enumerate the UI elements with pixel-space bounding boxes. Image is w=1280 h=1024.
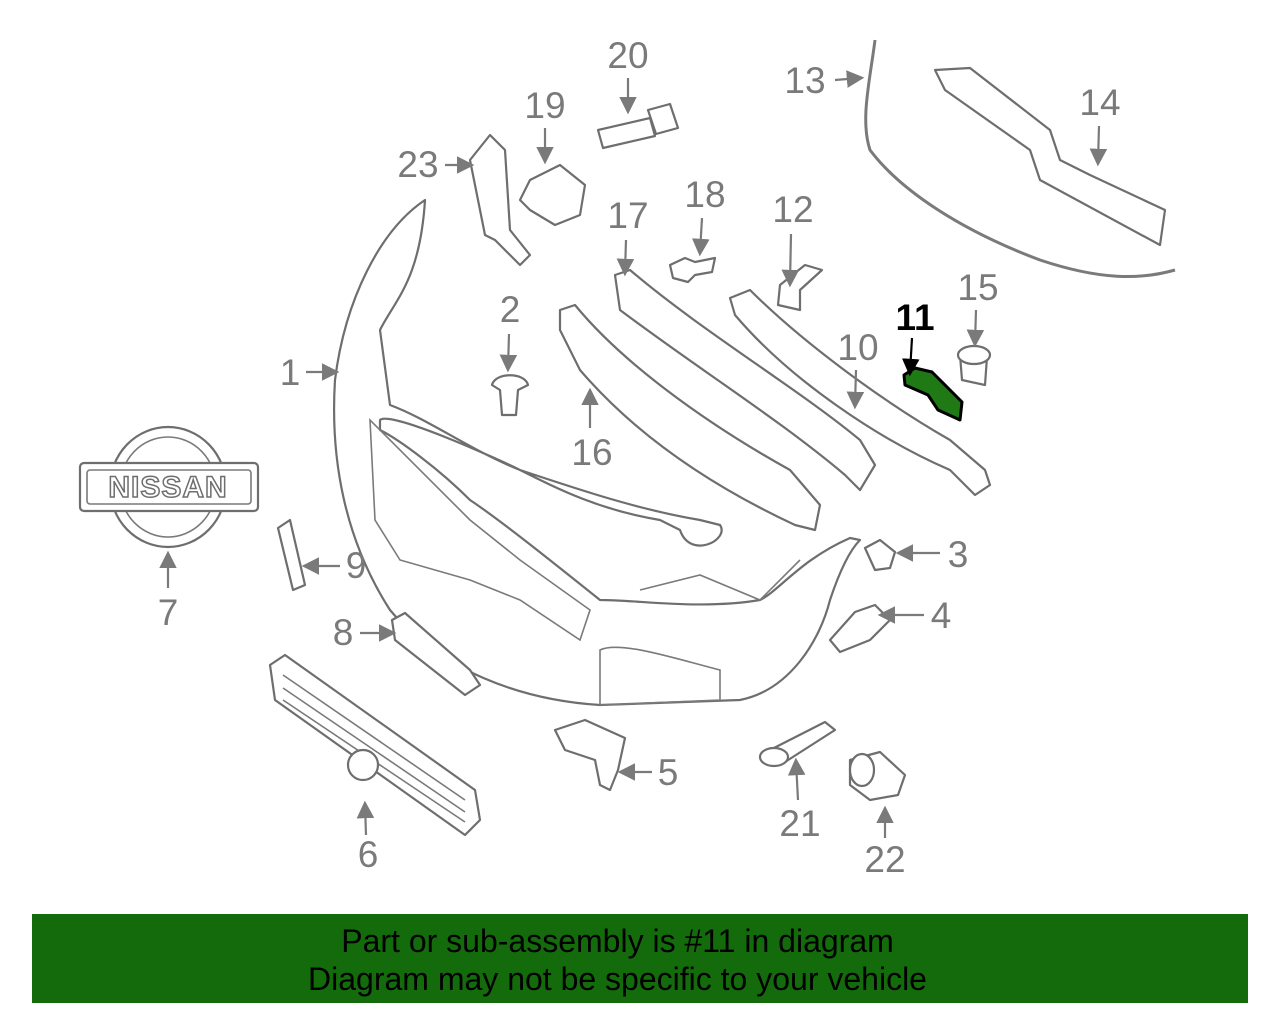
callout-7: 7 bbox=[158, 550, 179, 633]
callout-17: 17 bbox=[607, 195, 649, 277]
callout-15: 15 bbox=[957, 267, 999, 348]
svg-text:2: 2 bbox=[500, 289, 521, 330]
part-21-tow-hook[interactable] bbox=[758, 720, 837, 768]
callout-14: 14 bbox=[1079, 82, 1121, 167]
part-2-clip[interactable] bbox=[490, 374, 530, 417]
callout-3: 3 bbox=[895, 534, 969, 575]
svg-text:16: 16 bbox=[571, 432, 612, 473]
callout-4: 4 bbox=[877, 595, 952, 636]
svg-text:10: 10 bbox=[837, 327, 878, 368]
part-4-bracket[interactable] bbox=[828, 603, 892, 654]
callout-11: 11 bbox=[895, 297, 935, 377]
callout-21: 21 bbox=[779, 757, 821, 844]
part-16-absorber[interactable] bbox=[558, 303, 822, 532]
svg-text:8: 8 bbox=[333, 612, 354, 653]
emblem-text: NISSAN bbox=[108, 471, 227, 504]
svg-text:13: 13 bbox=[784, 60, 825, 101]
callout-19: 19 bbox=[524, 85, 566, 165]
callout-18: 18 bbox=[684, 174, 726, 257]
svg-text:7: 7 bbox=[158, 592, 179, 633]
svg-text:3: 3 bbox=[948, 534, 969, 575]
part-20-bolt[interactable] bbox=[596, 102, 680, 150]
part-18-clip[interactable] bbox=[668, 256, 717, 284]
part-13-seal[interactable] bbox=[864, 39, 1176, 279]
callout-16: 16 bbox=[571, 387, 613, 473]
svg-text:4: 4 bbox=[931, 595, 952, 636]
svg-text:21: 21 bbox=[779, 803, 820, 844]
part-19-sensor[interactable] bbox=[518, 163, 587, 227]
svg-text:20: 20 bbox=[607, 35, 648, 76]
svg-text:12: 12 bbox=[772, 189, 813, 230]
part-22-sensor[interactable] bbox=[848, 750, 907, 802]
callout-12: 12 bbox=[772, 189, 814, 288]
part-23-bracket[interactable] bbox=[468, 133, 532, 267]
part-7-emblem[interactable]: NISSAN bbox=[78, 425, 260, 549]
callout-22: 22 bbox=[864, 805, 906, 880]
callout-5: 5 bbox=[617, 752, 679, 793]
banner-line-2: Diagram may not be specific to your vehi… bbox=[308, 961, 927, 997]
part-15-grommet[interactable] bbox=[956, 344, 992, 387]
part-11-highlighted-bracket[interactable] bbox=[902, 366, 964, 422]
part-14-deflector[interactable] bbox=[933, 66, 1167, 247]
part-12-bracket[interactable] bbox=[776, 263, 824, 312]
svg-text:23: 23 bbox=[397, 144, 438, 185]
svg-text:9: 9 bbox=[346, 545, 367, 586]
banner-line-1: Part or sub-assembly is #11 in diagram bbox=[341, 923, 894, 959]
svg-text:17: 17 bbox=[607, 195, 648, 236]
svg-text:19: 19 bbox=[524, 85, 565, 126]
callout-2: 2 bbox=[499, 289, 521, 373]
callout-1: 1 bbox=[280, 352, 340, 393]
callout-8: 8 bbox=[333, 612, 397, 653]
svg-text:5: 5 bbox=[658, 752, 679, 793]
part-3-nut[interactable] bbox=[863, 538, 897, 572]
svg-text:18: 18 bbox=[684, 174, 725, 215]
part-9-cover[interactable] bbox=[276, 518, 307, 592]
svg-text:14: 14 bbox=[1079, 82, 1120, 123]
svg-text:6: 6 bbox=[358, 834, 379, 875]
svg-text:11: 11 bbox=[895, 297, 934, 338]
svg-text:15: 15 bbox=[957, 267, 998, 308]
callout-23: 23 bbox=[397, 144, 475, 185]
callout-10: 10 bbox=[837, 327, 879, 410]
callout-20: 20 bbox=[607, 35, 649, 115]
callout-6: 6 bbox=[356, 800, 379, 875]
callout-9: 9 bbox=[301, 545, 367, 586]
part-17-reinforcement[interactable] bbox=[613, 268, 877, 492]
disclaimer-banner: Part or sub-assembly is #11 in diagram D… bbox=[32, 914, 1248, 1003]
part-6-grille[interactable] bbox=[268, 653, 482, 837]
svg-text:1: 1 bbox=[280, 352, 301, 393]
svg-text:22: 22 bbox=[864, 839, 905, 880]
part-5-bracket[interactable] bbox=[553, 718, 627, 792]
callout-13: 13 bbox=[784, 60, 865, 101]
